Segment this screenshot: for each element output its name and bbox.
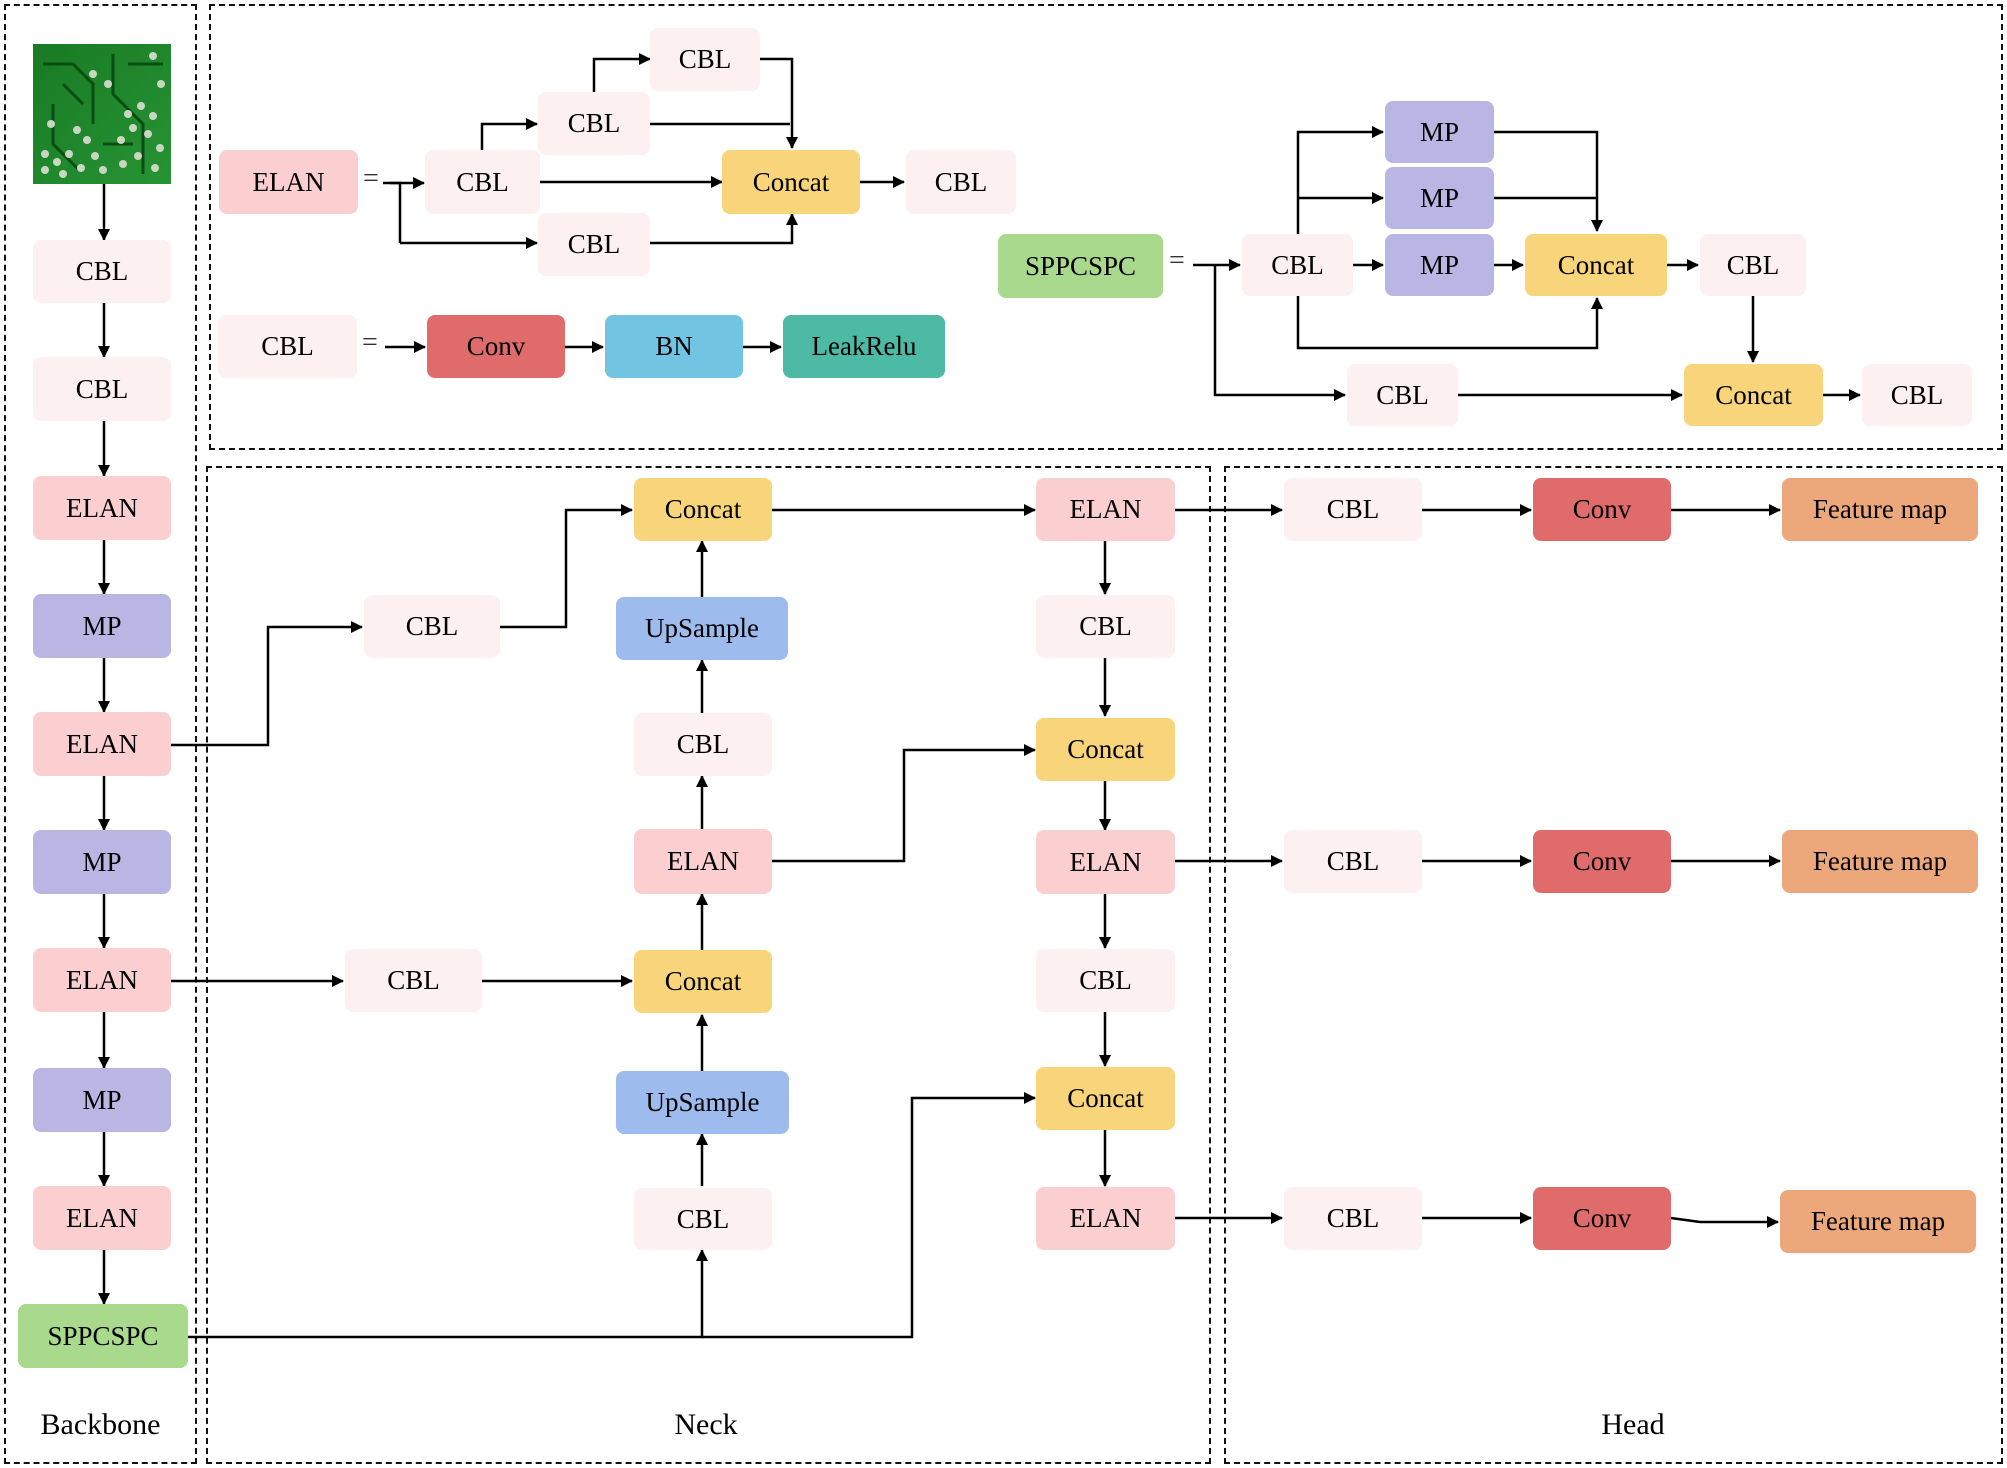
bb-elan-4: ELAN	[33, 1186, 171, 1250]
pcb-input-image	[33, 44, 171, 184]
head-conv-2: Conv	[1533, 830, 1671, 893]
cbl-equals-sign: =	[362, 327, 378, 358]
legend-spp-cbl-out: CBL	[1862, 364, 1972, 426]
bb-mp-3: MP	[33, 1068, 171, 1132]
legend-elan-cbl-top: CBL	[650, 28, 760, 91]
neck-cbl-b: CBL	[364, 595, 500, 658]
edge-nk-elan-c-to-concat-r1	[772, 744, 1036, 863]
legend-elan-cbl-bot: CBL	[538, 213, 650, 276]
edge-cbl-bot-to-concat	[650, 213, 798, 245]
edge-cbl-top-to-concat	[760, 57, 798, 149]
neck-upsample-2: UpSample	[616, 1071, 789, 1134]
edge-cbl-to-mp1	[1296, 126, 1384, 234]
edge-spp-to-nk-cbl-d	[188, 1249, 708, 1339]
bb-mp-2: MP	[33, 830, 171, 894]
head-feature-map-2: Feature map	[1782, 830, 1978, 893]
legend-leakrelu: LeakRelu	[783, 315, 945, 378]
neck-cbl-d: CBL	[634, 1188, 772, 1250]
edge-cbl-bypass-to-concat	[1296, 296, 1603, 350]
neck-elan-r2: ELAN	[1036, 830, 1175, 894]
head-label: Head	[1601, 1408, 1665, 1441]
neck-cbl-a: CBL	[345, 949, 482, 1012]
sppcspc-equals-sign: =	[1169, 245, 1185, 276]
bb-sppcspc: SPPCSPC	[18, 1304, 188, 1368]
neck-cbl-r2: CBL	[1036, 949, 1175, 1012]
head-cbl-1: CBL	[1284, 478, 1422, 541]
head-feature-map-3: Feature map	[1780, 1190, 1976, 1253]
edge-cbl-in-to-cbl-mid	[480, 118, 538, 150]
edge-spp-to-nk-concat-r2	[702, 1092, 1036, 1339]
backbone-region	[4, 4, 197, 1464]
legend-spp-mp-3: MP	[1385, 234, 1494, 296]
legend-elan-cbl-mid: CBL	[538, 92, 650, 155]
edge-mp1-to-concat	[1494, 130, 1603, 232]
edge-nk-cbl-b-to-concat-top	[500, 504, 633, 629]
neck-concat-mid: Concat	[634, 950, 772, 1013]
backbone-label: Backbone	[40, 1408, 161, 1441]
neck-cbl-c: CBL	[634, 713, 772, 776]
neck-elan-r1: ELAN	[1036, 478, 1175, 541]
legend-elan-cbl-out: CBL	[906, 150, 1016, 214]
edge-elan-eq-in	[383, 181, 402, 243]
legend-bn: BN	[605, 315, 743, 378]
edge-spp-split-to-cbl-bot	[1213, 265, 1346, 401]
bb-cbl-2: CBL	[33, 357, 171, 421]
neck-concat-top: Concat	[634, 478, 772, 541]
bb-mp-1: MP	[33, 594, 171, 658]
legend-spp-concat-1: Concat	[1525, 234, 1667, 296]
edge-cbl-mid-to-cbl-top	[592, 53, 651, 92]
head-conv-3: Conv	[1533, 1187, 1671, 1250]
edge-hd-conv3-to-fm3	[1670, 1216, 1779, 1228]
head-region	[1224, 466, 2003, 1464]
head-cbl-2: CBL	[1284, 830, 1422, 893]
head-conv-1: Conv	[1533, 478, 1671, 541]
neck-concat-r1: Concat	[1036, 718, 1175, 781]
legend-conv: Conv	[427, 315, 565, 378]
bb-elan-2: ELAN	[33, 712, 171, 776]
legend-spp-mp-2: MP	[1385, 167, 1494, 229]
neck-elan-c: ELAN	[634, 829, 772, 894]
elan-equals-sign: =	[363, 163, 379, 194]
legend-spp-concat-2: Concat	[1684, 364, 1823, 426]
neck-elan-r3: ELAN	[1036, 1187, 1175, 1250]
bb-elan-3: ELAN	[33, 948, 171, 1012]
bb-elan-1: ELAN	[33, 476, 171, 540]
legend-spp-mp-1: MP	[1385, 101, 1494, 163]
edge-bb-elan2-to-nk-cbl-b	[170, 621, 363, 747]
legend-spp-cbl-right: CBL	[1700, 234, 1806, 296]
head-cbl-3: CBL	[1284, 1187, 1422, 1250]
bb-cbl-1: CBL	[33, 240, 171, 303]
legend-spp-cbl-bottom: CBL	[1347, 364, 1458, 426]
legend-region	[209, 4, 2003, 450]
neck-upsample-1: UpSample	[616, 597, 788, 660]
legend-sppcspc: SPPCSPC	[998, 234, 1163, 298]
neck-label: Neck	[674, 1408, 738, 1441]
legend-elan-cbl-in: CBL	[425, 150, 540, 214]
legend-elan: ELAN	[219, 150, 358, 214]
head-feature-map-1: Feature map	[1782, 478, 1978, 541]
neck-cbl-r1: CBL	[1036, 595, 1175, 658]
neck-concat-r2: Concat	[1036, 1067, 1175, 1130]
legend-elan-concat: Concat	[722, 150, 860, 214]
neck-region	[206, 466, 1211, 1464]
legend-spp-cbl-in: CBL	[1242, 234, 1353, 296]
legend-cbl: CBL	[218, 315, 357, 378]
